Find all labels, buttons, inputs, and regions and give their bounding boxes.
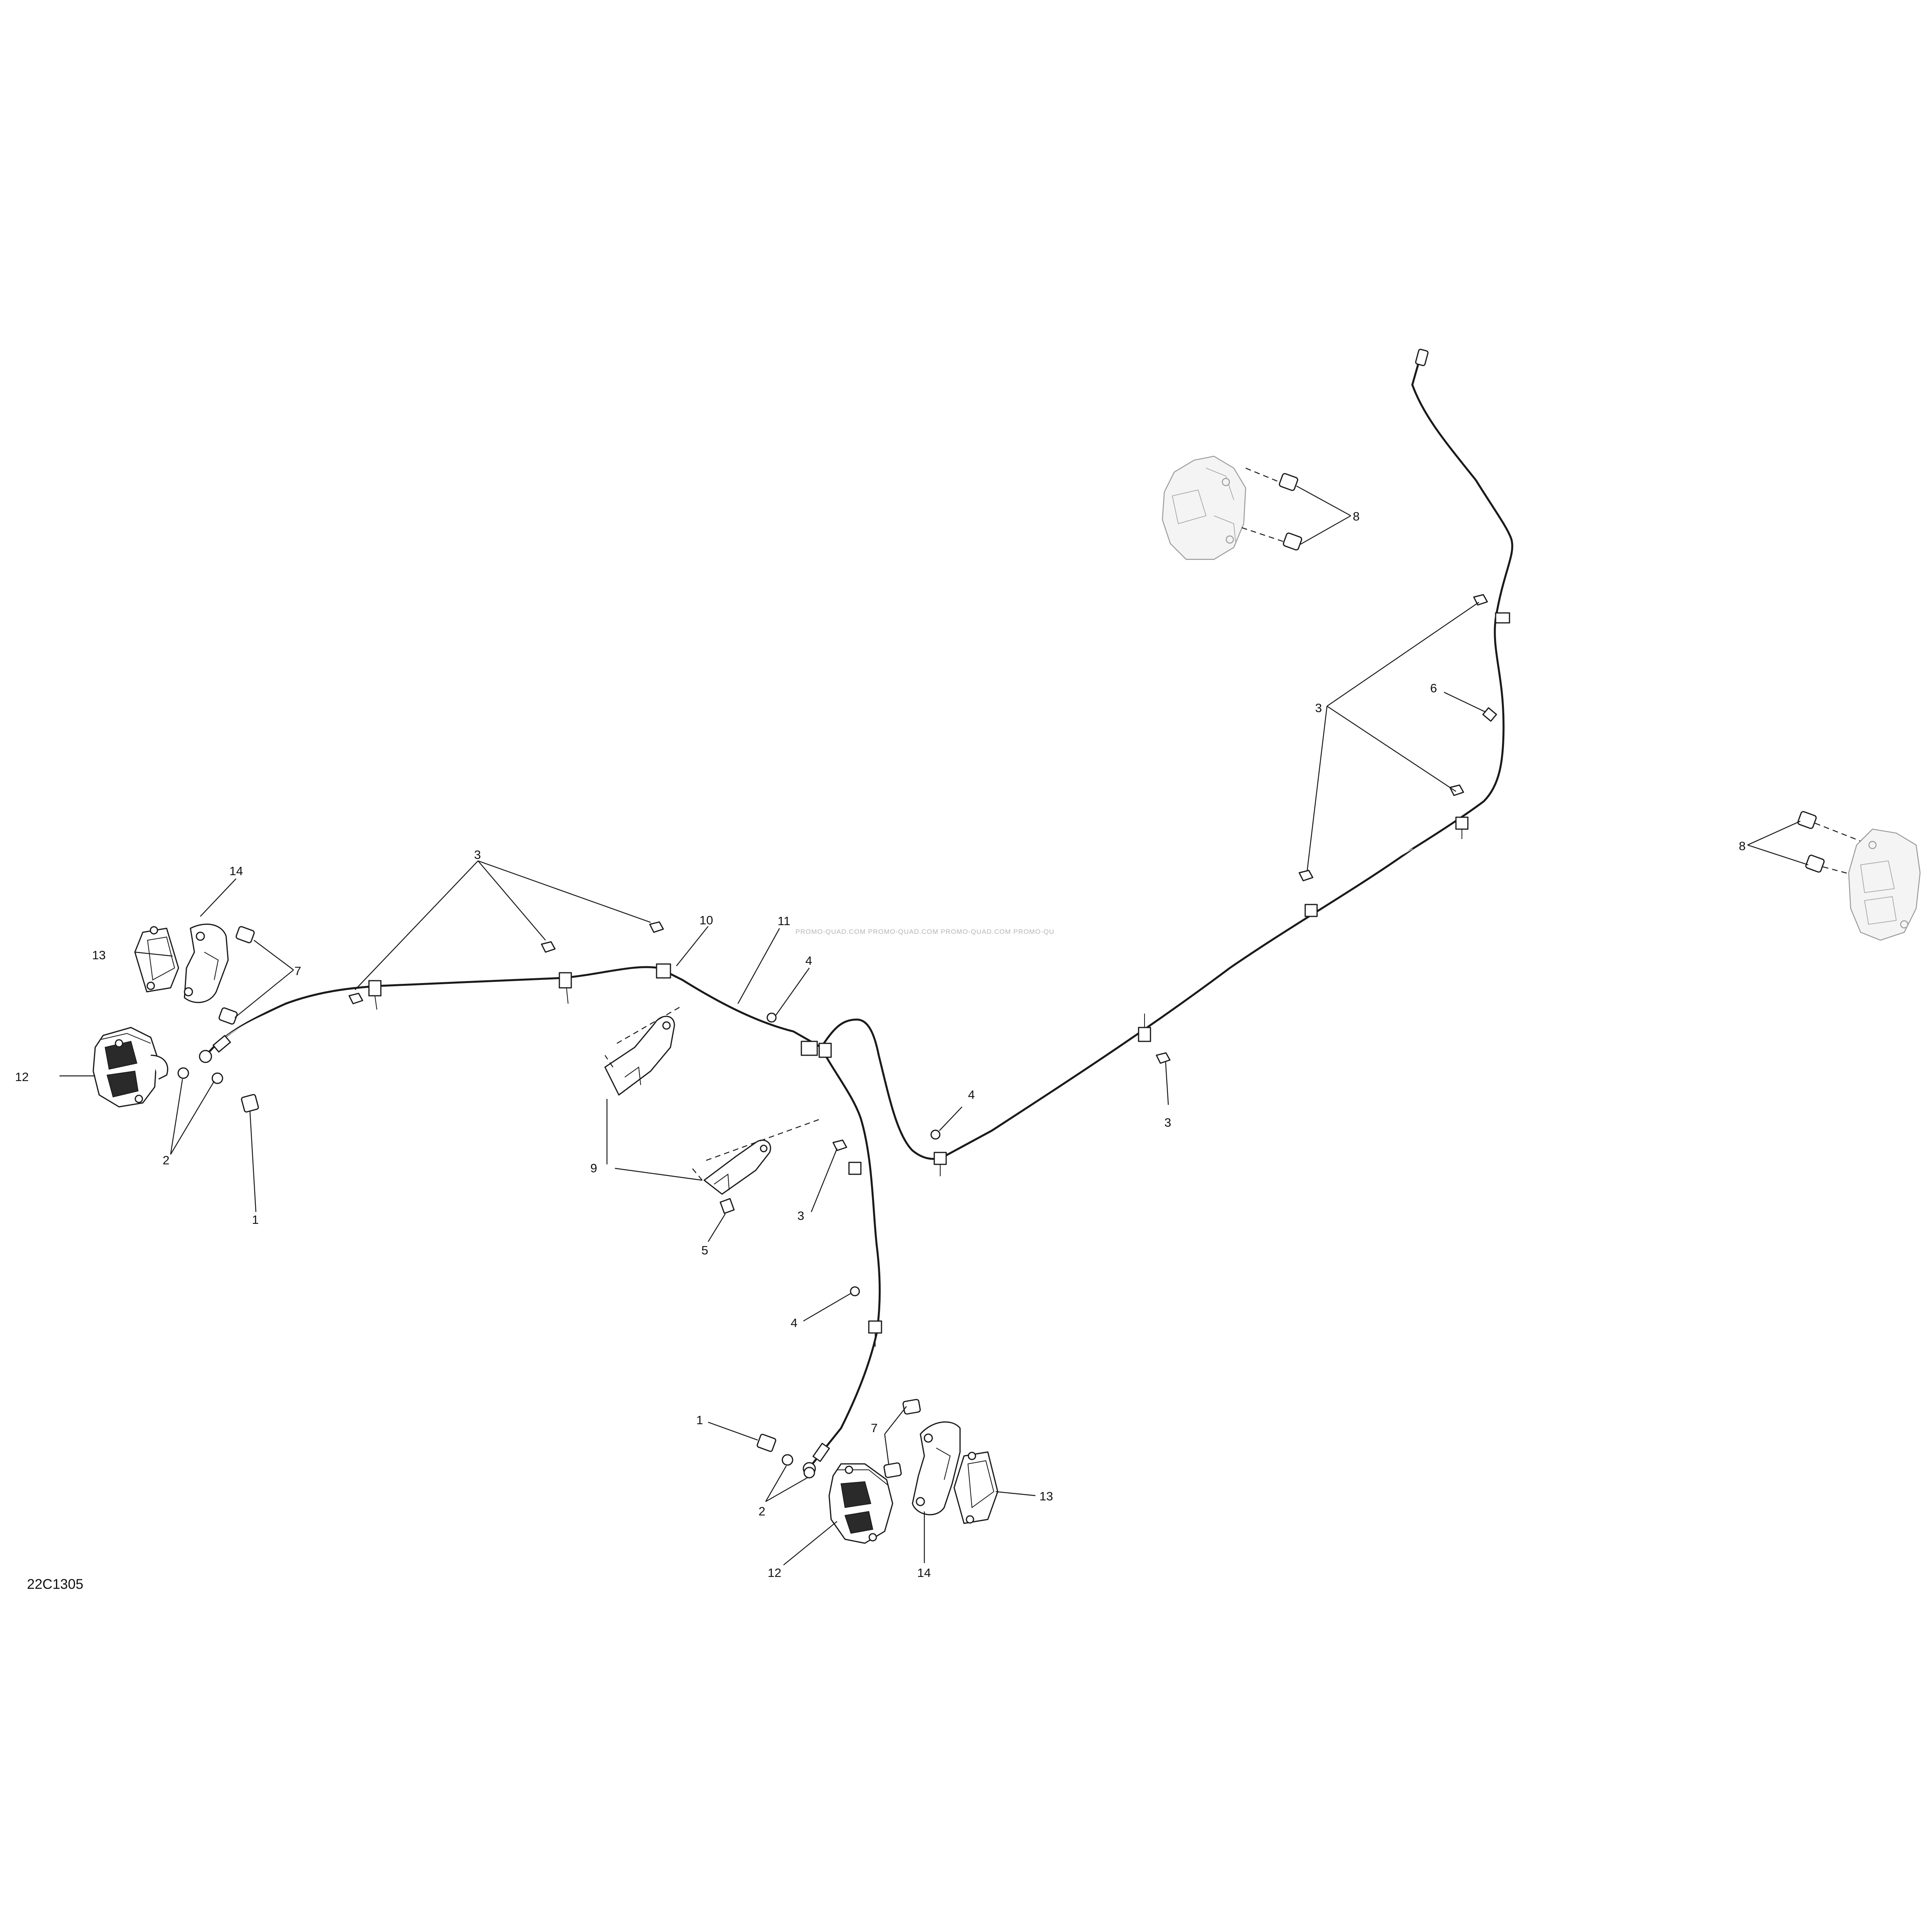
callout-3-left: 3 — [474, 848, 481, 862]
callout-3-middle: 3 — [797, 1209, 804, 1223]
clip-nuts-3 — [348, 594, 1488, 1151]
nuts-4 — [766, 1012, 941, 1296]
callout-4-a: 4 — [805, 954, 812, 968]
callout-4-b: 4 — [791, 1316, 797, 1330]
hose-clips — [368, 612, 1510, 1347]
bracket-9-upper-link — [616, 1005, 683, 1044]
bolts-8-right — [1797, 811, 1825, 873]
caliper-rear-right-ghost — [1848, 828, 1921, 941]
hose-fitting-rear-top — [1415, 349, 1429, 366]
watermark-text: PROMO-QUAD.COM PROMO-QUAD.COM PROMO-QUAD… — [795, 928, 1054, 935]
callout-12-left: 12 — [15, 1070, 29, 1084]
washers-2-left — [177, 1067, 223, 1084]
callout-10: 10 — [699, 913, 713, 927]
callout-3-bottom-right: 3 — [1164, 1116, 1171, 1129]
drawing-code: 22C1305 — [27, 1577, 83, 1592]
callout-6: 6 — [1430, 681, 1437, 695]
bolt-5 — [720, 1198, 735, 1214]
caliper-rear-right-axis — [1815, 822, 1861, 842]
callout-numbers: 13 14 7 12 2 1 3 10 11 4 9 5 3 4 4 3 3 6… — [15, 509, 1746, 1580]
caliper-rear-upper-ghost — [1162, 455, 1246, 560]
banjo-bolt-1-front — [757, 1434, 776, 1452]
callout-12-front: 12 — [768, 1566, 781, 1580]
banjo-bolt-1-left — [241, 1094, 259, 1113]
caliper-rear-upper-axis — [1245, 467, 1280, 483]
washers-2-front — [782, 1454, 815, 1479]
callout-1-front: 1 — [696, 1413, 703, 1427]
bracket-9-lower — [703, 1139, 771, 1195]
callout-5: 5 — [701, 1243, 708, 1257]
callout-7-left: 7 — [294, 964, 301, 978]
caliper-12-left — [92, 1027, 169, 1108]
callout-4-c: 4 — [968, 1088, 975, 1102]
brake-line-front-branch — [808, 1046, 881, 1469]
callout-13-front: 13 — [1039, 1489, 1053, 1503]
callout-8-upper: 8 — [1353, 509, 1360, 523]
brake-line-center-to-rear — [820, 356, 1513, 1160]
bracket-9-upper — [604, 1016, 675, 1096]
caliper-rear-upper-axis-2 — [1241, 527, 1284, 542]
brake-pad-13-front — [953, 1451, 999, 1524]
hose-fitting-left — [199, 1035, 231, 1063]
bolt-6 — [1482, 707, 1497, 722]
callout-2-front: 2 — [759, 1504, 765, 1518]
callout-7-front: 7 — [871, 1421, 878, 1435]
brake-line-left-front — [205, 966, 822, 1056]
callout-14-front: 14 — [917, 1566, 931, 1580]
bracket-9-upper-link-2 — [605, 1055, 613, 1068]
caliper-bracket-14-front — [912, 1421, 961, 1515]
callout-14-left: 14 — [229, 864, 243, 878]
bolts-7-left — [218, 926, 255, 1025]
callout-13-left: 13 — [92, 948, 106, 962]
callout-11: 11 — [778, 914, 790, 928]
leader-lines — [60, 485, 1809, 1565]
callout-8-right: 8 — [1739, 839, 1746, 853]
caliper-12-front — [828, 1463, 893, 1544]
caliper-bracket-14-left — [184, 924, 229, 1003]
bracket-9-lower-link-2 — [692, 1168, 703, 1181]
brake-pad-13-left — [134, 926, 179, 993]
bracket-9-lower-link — [706, 1118, 822, 1161]
callout-1-left: 1 — [252, 1213, 259, 1227]
callout-2-left: 2 — [163, 1153, 169, 1167]
callout-9: 9 — [590, 1161, 597, 1175]
bolts-7-front — [883, 1399, 921, 1478]
callout-3-right: 3 — [1315, 701, 1322, 715]
bolts-8-upper — [1279, 473, 1302, 551]
